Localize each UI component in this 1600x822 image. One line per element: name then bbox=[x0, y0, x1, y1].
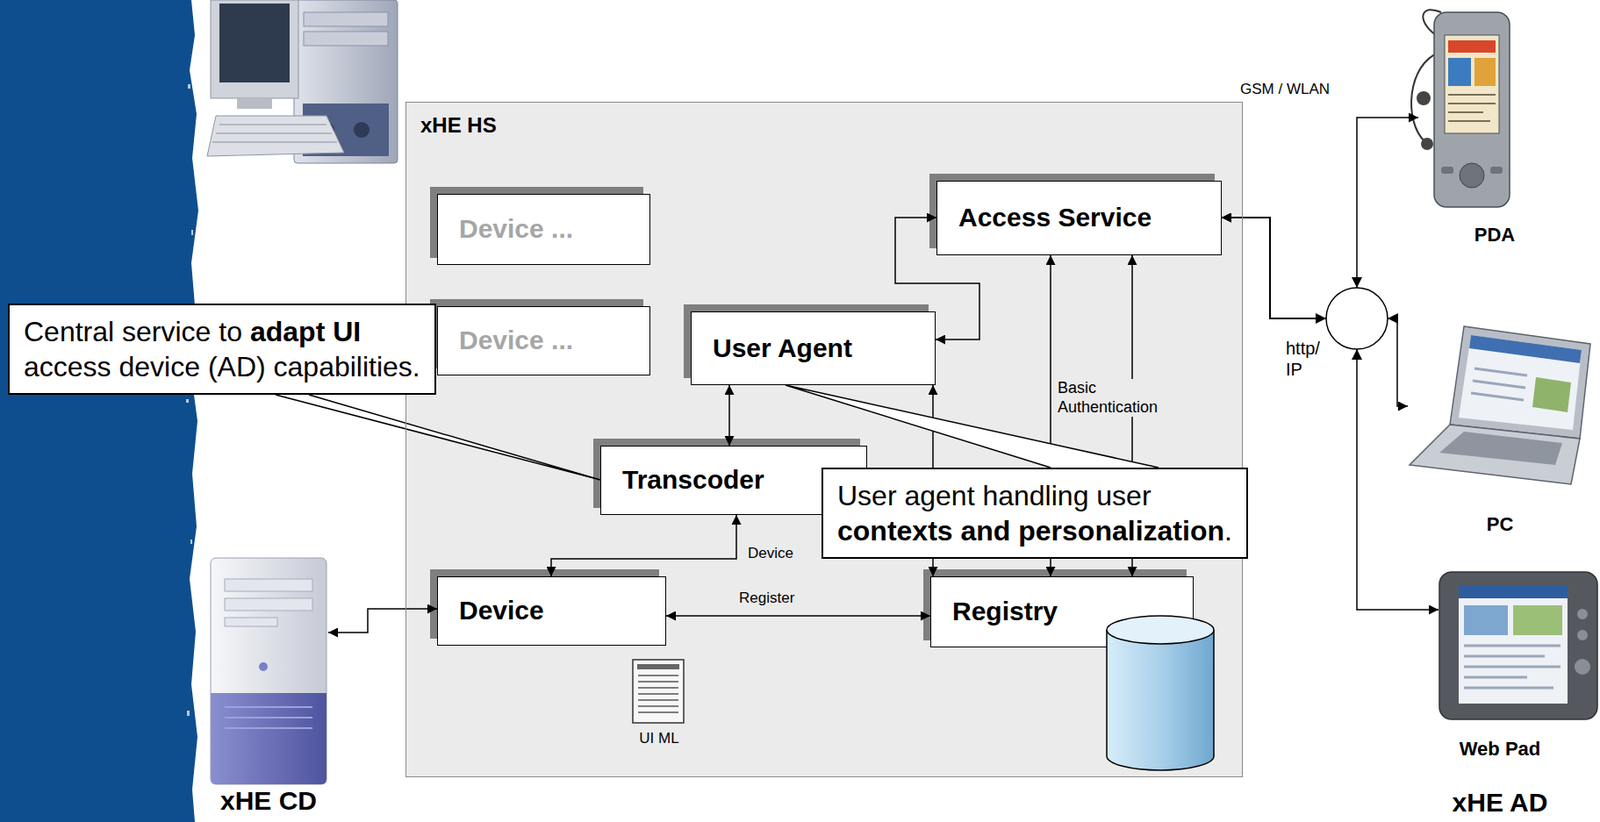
callout-text: adapt UI bbox=[250, 315, 361, 348]
edge-label: Device bbox=[747, 545, 794, 563]
desktop-computer bbox=[207, 0, 398, 164]
device-label: PDA bbox=[1474, 223, 1515, 246]
callout-text: User agent handling user bbox=[837, 478, 1233, 514]
service-box: Registry bbox=[930, 576, 1194, 648]
side-band bbox=[0, 0, 199, 822]
service-box: User Agent bbox=[690, 311, 936, 386]
connector-arrow bbox=[1221, 217, 1408, 407]
network-hub bbox=[1315, 277, 1399, 360]
document-icon bbox=[632, 660, 684, 724]
connector-arrow bbox=[666, 615, 931, 618]
box-label: Access Service bbox=[937, 202, 1152, 234]
callout-pointer bbox=[275, 394, 601, 481]
edge-label: Register bbox=[739, 589, 795, 608]
callout-text: Central service to bbox=[23, 315, 243, 348]
device-figure: PC bbox=[1407, 326, 1593, 536]
device-figure: PDA bbox=[1418, 7, 1572, 246]
text-label: GSM / WLAN bbox=[1240, 80, 1330, 99]
device-label: Web Pad bbox=[1459, 738, 1542, 761]
device-label: xHE CD bbox=[220, 786, 317, 818]
service-box: Access Service bbox=[936, 180, 1222, 256]
webpad-figure bbox=[1439, 572, 1598, 720]
device-label: PC bbox=[1486, 513, 1514, 536]
server-tower bbox=[210, 558, 327, 785]
service-box: Device bbox=[437, 576, 667, 646]
pda-figure bbox=[1411, 9, 1510, 208]
connector-arrow bbox=[328, 609, 438, 633]
connector-arrow bbox=[551, 515, 737, 577]
system-boundary: xHE HS Device ... Device ... Access Service… bbox=[405, 101, 1243, 778]
device-figure: Web Pad bbox=[1438, 568, 1562, 761]
box-label: Device bbox=[437, 595, 545, 627]
text-label: xHE AD bbox=[1430, 787, 1570, 819]
box-label: Device ... bbox=[437, 214, 574, 245]
connector-arrow bbox=[1221, 117, 1419, 319]
connector-arrow bbox=[728, 385, 731, 446]
laptop-figure bbox=[1409, 326, 1591, 485]
callout-text: contexts and personalization bbox=[837, 515, 1225, 547]
box-label: Transcoder bbox=[601, 465, 765, 496]
text-label: UI ML bbox=[631, 730, 688, 748]
callout-text: . bbox=[1224, 515, 1233, 547]
callout-text: access device (AD) capabilities. bbox=[23, 349, 421, 385]
callout-box: User agent handling usercontexts and per… bbox=[821, 467, 1249, 560]
callout-box: Central service toadapt UIaccess device … bbox=[7, 303, 437, 395]
edge-label: Basic Authentication bbox=[1057, 379, 1190, 417]
boundary-title: xHE HS bbox=[420, 113, 497, 138]
text-label: http/ IP bbox=[1285, 337, 1332, 381]
service-box: Device ... bbox=[437, 193, 651, 266]
service-box: Device ... bbox=[437, 306, 651, 376]
box-label: Registry bbox=[931, 596, 1058, 628]
box-label: Device ... bbox=[437, 325, 574, 357]
connector-arrow bbox=[1221, 217, 1439, 610]
box-label: User Agent bbox=[691, 333, 853, 365]
device-figure: xHE CD bbox=[208, 556, 329, 817]
